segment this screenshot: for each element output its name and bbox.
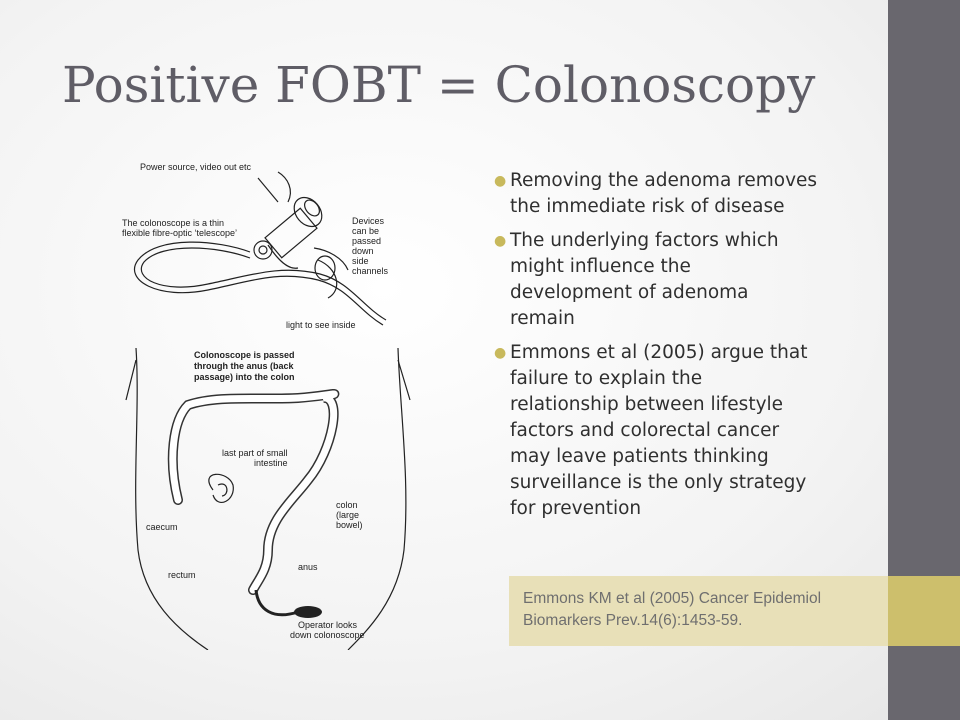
bullet-dot-icon: ● <box>494 345 507 361</box>
label-colon-2: (large <box>336 510 359 520</box>
bullet-item: ● Removing the adenoma removes the immed… <box>494 170 818 217</box>
label-devices-6: channels <box>352 266 389 276</box>
label-scope-line2: flexible fibre-optic ‘telescope’ <box>122 228 237 238</box>
label-rectum: rectum <box>168 570 196 580</box>
label-small-intestine-1: last part of small <box>222 448 288 458</box>
bullet-list: ● Removing the adenoma removes the immed… <box>490 168 850 530</box>
label-devices-4: down <box>352 246 374 256</box>
label-colon-1: colon <box>336 500 358 510</box>
label-devices-1: Devices <box>352 216 385 226</box>
bullet-item: ● The underlying factors which might inf… <box>494 230 779 329</box>
label-light: light to see inside <box>286 320 356 330</box>
citation-line-1: Emmons KM et al (2005) Cancer Epidemiol <box>523 590 822 607</box>
slide-title: Positive FOBT = Colonoscopy <box>62 56 816 114</box>
bullet-dot-icon: ● <box>494 173 507 189</box>
bullet-dot-icon: ● <box>494 233 507 249</box>
label-colon-3: bowel) <box>336 520 363 530</box>
scope-handle <box>294 606 322 618</box>
label-devices-5: side <box>352 256 369 266</box>
label-operator-2: down colonoscope <box>290 630 365 640</box>
label-caecum: caecum <box>146 522 178 532</box>
label-devices-2: can be <box>352 226 379 236</box>
label-passed-2: through the anus (back <box>194 361 295 371</box>
citation-box: Emmons KM et al (2005) Cancer Epidemiol … <box>509 576 888 646</box>
bullet-item: ● Emmons et al (2005) argue that failure… <box>494 342 808 519</box>
label-passed-3: passage) into the colon <box>194 372 295 382</box>
label-power-source: Power source, video out etc <box>140 162 252 172</box>
sidebar-accent-bar <box>888 576 960 646</box>
label-operator-1: Operator looks <box>298 620 358 630</box>
label-anus: anus <box>298 562 318 572</box>
label-devices-3: passed <box>352 236 381 246</box>
citation-line-2: Biomarkers Prev.14(6):1453-59. <box>523 612 743 629</box>
colonoscope-illustration <box>133 171 387 326</box>
label-passed-1: Colonoscope is passed <box>194 350 295 360</box>
label-small-intestine-2: intestine <box>254 458 288 468</box>
colonoscopy-diagram: Power source, video out etc The colonosc… <box>122 162 411 650</box>
abdomen-illustration <box>125 347 411 650</box>
label-scope-line1: The colonoscope is a thin <box>122 218 224 228</box>
